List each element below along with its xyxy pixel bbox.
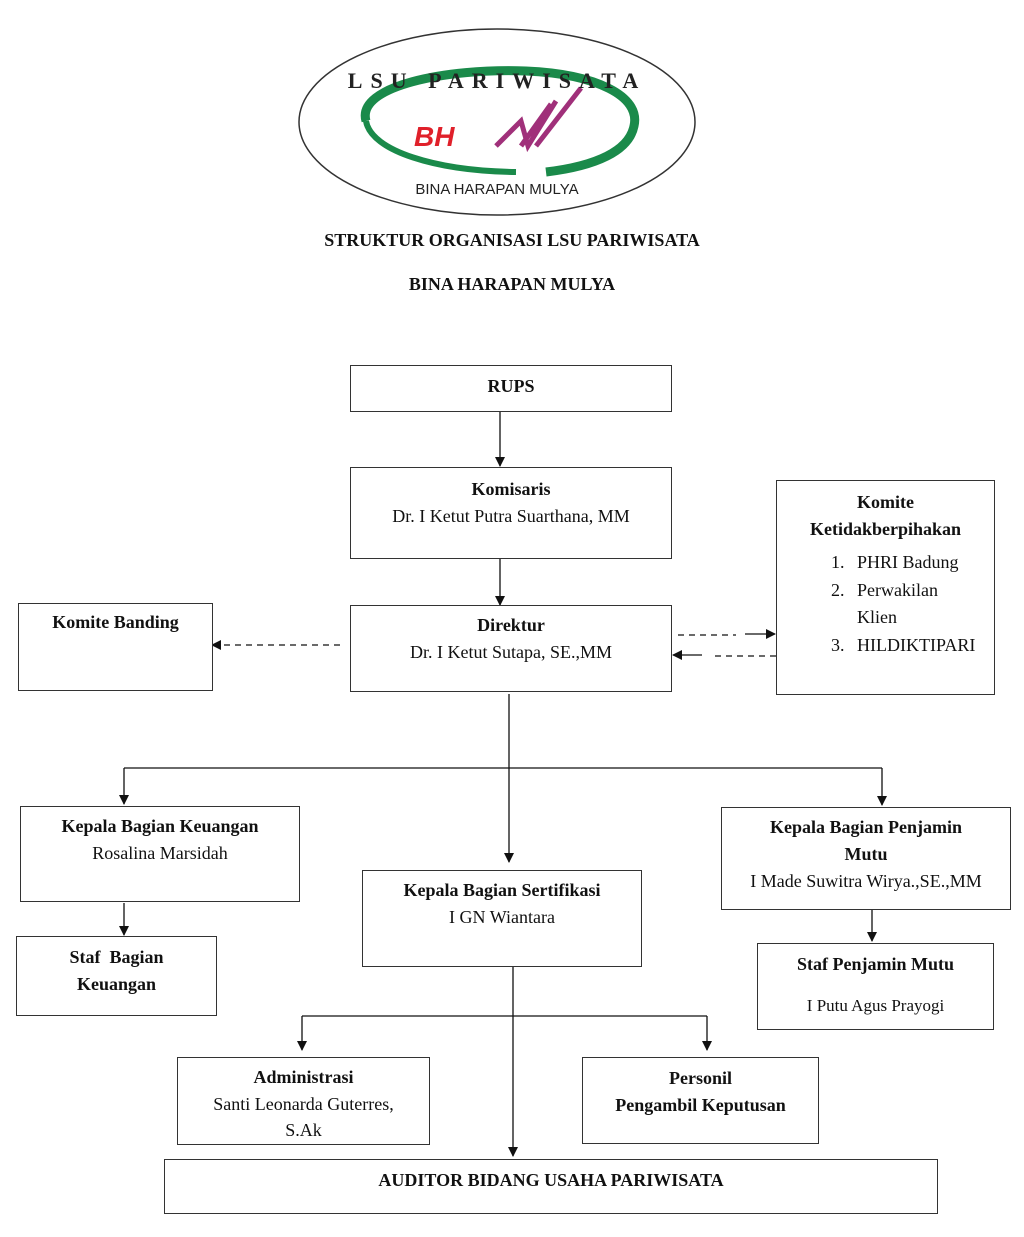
node-komite-ketidakberpihakan-title-line1: Komite [857,492,914,512]
node-staf-keuangan-title-line2: Keuangan [76,974,157,994]
page-title-line2: BINA HARAPAN MULYA [408,274,616,294]
node-kabag-penjamin-mutu-name: I Made Suwitra Wirya.,SE.,MM [750,871,982,891]
node-kabag-penjamin-mutu-title-line1: Kepala Bagian Penjamin [769,817,962,837]
node-kabag-penjamin-mutu-title-line2: Mutu [844,844,888,864]
logo-bottom-text: BINA HARAPAN MULYA [415,181,578,198]
node-komite-ketidakberpihakan-title-line2: Ketidakberpihakan [809,519,962,539]
logo-check-marks [494,86,583,153]
node-direktur: Direktur Dr. I Ketut Sutapa, SE.,MM [350,605,672,692]
page-title-line1: STRUKTUR ORGANISASI LSU PARIWISATA [324,230,700,250]
node-kabag-keuangan-title: Kepala Bagian Keuangan [61,816,259,836]
node-administrasi-title: Administrasi [253,1067,354,1087]
logo-top-text: LSU PARIWISATA [348,68,646,93]
node-personil-title-line1: Personil [669,1068,732,1088]
node-komisaris: Komisaris Dr. I Ketut Putra Suarthana, M… [350,467,672,559]
node-staf-keuangan: Staf Bagian Keuangan [16,936,217,1016]
node-personil-title-line2: Pengambil Keputusan [615,1095,786,1115]
node-komite-ketidakberpihakan: Komite Ketidakberpihakan PHRI Badung Per… [776,480,995,695]
node-personil-pengambil-keputusan: Personil Pengambil Keputusan [582,1057,819,1144]
node-kabag-keuangan-name: Rosalina Marsidah [92,843,228,863]
komite-member: PHRI Badung [849,549,994,577]
node-komisaris-title: Komisaris [471,479,551,499]
node-rups-title: RUPS [487,376,535,396]
node-kabag-sertifikasi-name: I GN Wiantara [449,907,555,927]
node-komite-banding-title: Komite Banding [52,612,179,632]
node-kabag-penjamin-mutu: Kepala Bagian Penjamin Mutu I Made Suwit… [721,807,1011,910]
logo-outline [298,28,696,216]
logo-green-swoosh [360,66,640,177]
komite-member: HILDIKTIPARI [849,632,994,660]
node-komisaris-name: Dr. I Ketut Putra Suarthana, MM [392,506,630,526]
lsu-logo: BH LSU PARIWISATA BINA HARAPAN MULYA [298,28,696,216]
komite-member: Perwakilan Klien [849,577,957,632]
node-rups: RUPS [350,365,672,412]
node-auditor-title: AUDITOR BIDANG USAHA PARIWISATA [378,1170,724,1190]
node-auditor: AUDITOR BIDANG USAHA PARIWISATA [164,1159,938,1214]
node-kabag-sertifikasi: Kepala Bagian Sertifikasi I GN Wiantara [362,870,642,967]
logo-green-swoosh-lower [363,120,517,175]
node-staf-penjamin-mutu-title: Staf Penjamin Mutu [797,954,954,974]
node-komite-banding: Komite Banding [18,603,213,691]
node-staf-keuangan-title-line1: Staf Bagian [69,947,164,967]
node-direktur-title: Direktur [477,615,545,635]
node-staf-penjamin-mutu-name: I Putu Agus Prayogi [806,996,945,1015]
node-kabag-keuangan: Kepala Bagian Keuangan Rosalina Marsidah [20,806,300,902]
komite-members-list: PHRI Badung Perwakilan Klien HILDIKTIPAR… [777,549,994,659]
node-kabag-sertifikasi-title: Kepala Bagian Sertifikasi [403,880,601,900]
node-administrasi-name-line2: S.Ak [285,1120,322,1140]
node-direktur-name: Dr. I Ketut Sutapa, SE.,MM [410,642,612,662]
node-staf-penjamin-mutu: Staf Penjamin Mutu I Putu Agus Prayogi [757,943,994,1030]
logo-mark: BH [414,121,455,152]
node-administrasi-name-line1: Santi Leonarda Guterres, [213,1094,394,1114]
node-administrasi: Administrasi Santi Leonarda Guterres, S.… [177,1057,430,1145]
